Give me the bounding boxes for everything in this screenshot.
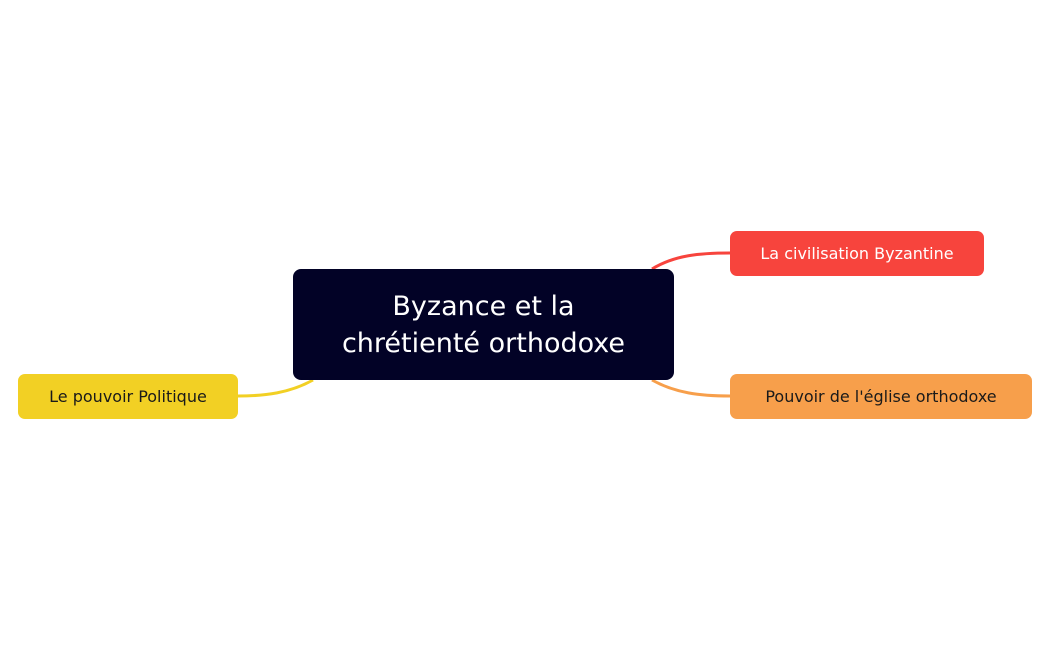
connector-politique [237,378,314,398]
central-topic[interactable]: Byzance et la chrétienté orthodoxe [293,269,674,380]
connector-civilisation [651,251,731,271]
central-topic-label: Byzance et la chrétienté orthodoxe [342,288,625,362]
branch-pouvoir-eglise[interactable]: Pouvoir de l'église orthodoxe [730,374,1032,419]
central-topic-line1: Byzance et la [392,290,575,322]
branch-civilisation-byzantine[interactable]: La civilisation Byzantine [730,231,984,276]
connector-eglise [651,378,731,398]
branch-label: La civilisation Byzantine [760,244,954,263]
branch-label: Pouvoir de l'église orthodoxe [765,387,997,406]
branch-label: Le pouvoir Politique [49,387,207,406]
central-topic-line2: chrétienté orthodoxe [341,327,626,359]
branch-pouvoir-politique[interactable]: Le pouvoir Politique [18,374,238,419]
